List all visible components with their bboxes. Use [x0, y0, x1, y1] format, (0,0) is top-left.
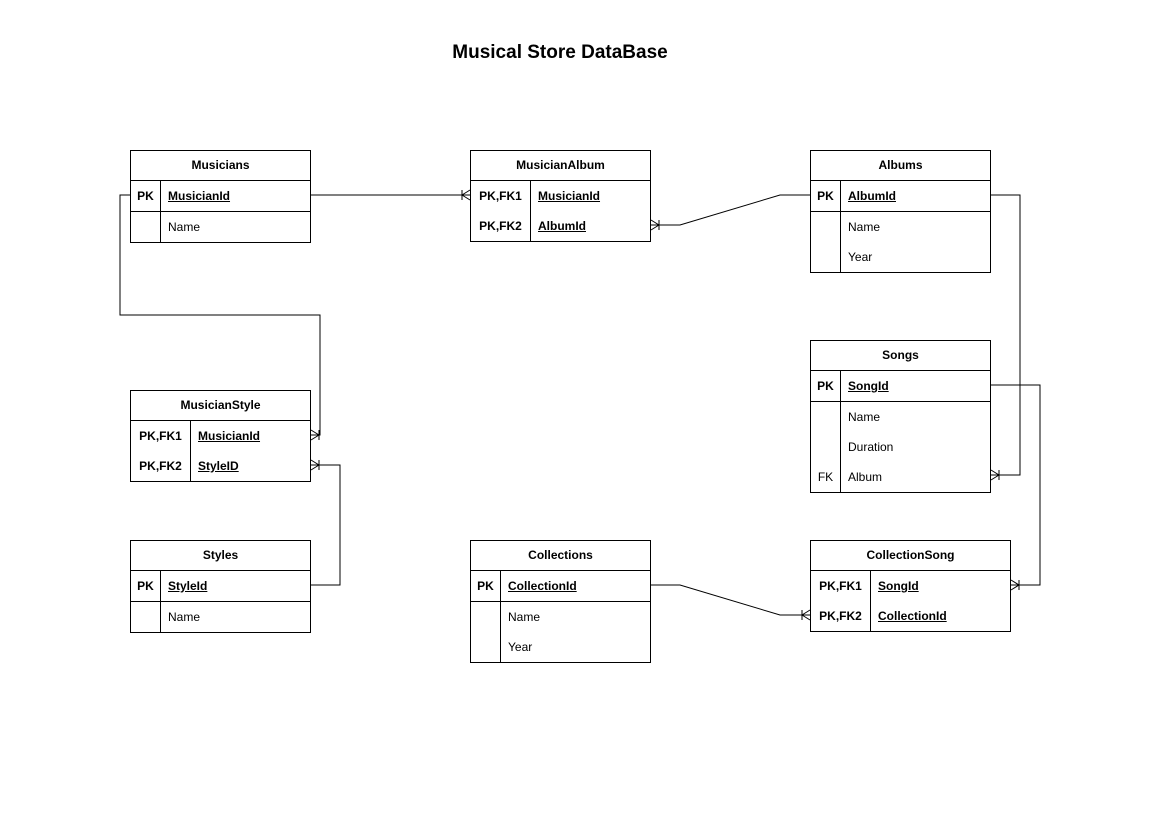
key-label: PK — [817, 189, 834, 203]
attr-section: FK Name Duration Album — [811, 402, 990, 492]
key-label — [131, 602, 160, 632]
field-duration: Duration — [848, 440, 894, 454]
entity-title: Albums — [811, 151, 990, 181]
field-name: Name — [848, 410, 881, 424]
key-label: PK,FK2 — [819, 609, 862, 623]
entity-title: MusicianAlbum — [471, 151, 650, 181]
entity-musicianalbum[interactable]: MusicianAlbum PK,FK1 PK,FK2 MusicianId A… — [470, 150, 651, 242]
entity-title: CollectionSong — [811, 541, 1010, 571]
entity-title: Musicians — [131, 151, 310, 181]
attr-section: Name Year — [471, 602, 650, 662]
key-label: PK — [137, 189, 154, 203]
entity-musicians[interactable]: Musicians PK MusicianId Name — [130, 150, 311, 243]
key-label: PK,FK1 — [479, 189, 522, 203]
pk-section: PK CollectionId — [471, 571, 650, 602]
field-year: Year — [508, 640, 533, 654]
field-name: Name — [168, 220, 201, 234]
entity-title: Styles — [131, 541, 310, 571]
field-name: Name — [508, 610, 541, 624]
key-label — [811, 242, 840, 272]
pk-section: PK,FK1 PK,FK2 SongId CollectionId — [811, 571, 1010, 631]
entity-songs[interactable]: Songs PK SongId FK Name Duration Album — [810, 340, 991, 493]
field-musicianid: MusicianId — [198, 429, 261, 443]
field-styleid: StyleId — [168, 579, 208, 593]
edge-styles-musicianstyle — [310, 459, 341, 586]
pk-section: PK StyleId — [131, 571, 310, 602]
attr-section: Name — [131, 602, 310, 632]
key-label — [131, 212, 160, 242]
entity-albums[interactable]: Albums PK AlbumId Name Year — [810, 150, 991, 273]
field-songid: SongId — [878, 579, 919, 593]
pk-section: PK,FK1 PK,FK2 MusicianId AlbumId — [471, 181, 650, 241]
field-albumid: AlbumId — [538, 219, 586, 233]
field-albumid: AlbumId — [848, 189, 896, 203]
entity-styles[interactable]: Styles PK StyleId Name — [130, 540, 311, 633]
key-label: PK,FK2 — [139, 459, 182, 473]
entity-title: Songs — [811, 341, 990, 371]
field-styleid: StyleID — [198, 459, 239, 473]
field-musicianid: MusicianId — [168, 189, 231, 203]
key-label — [811, 212, 840, 242]
pk-section: PK SongId — [811, 371, 990, 402]
entity-musicianstyle[interactable]: MusicianStyle PK,FK1 PK,FK2 MusicianId S… — [130, 390, 311, 482]
edge-songs-collectionsong — [991, 384, 1041, 591]
entity-title: Collections — [471, 541, 650, 571]
key-label — [471, 602, 500, 632]
entity-title: MusicianStyle — [131, 391, 310, 421]
field-collectionid: CollectionId — [878, 609, 947, 623]
edge-musicians-musicianstyle — [119, 194, 321, 441]
key-label: PK,FK2 — [479, 219, 522, 233]
pk-section: PK,FK1 PK,FK2 MusicianId StyleID — [131, 421, 310, 481]
key-label: PK,FK1 — [139, 429, 182, 443]
key-label — [811, 432, 840, 462]
entity-collections[interactable]: Collections PK CollectionId Name Year — [470, 540, 651, 663]
edge-albums-musicianalbum — [650, 194, 810, 231]
key-label — [471, 632, 500, 662]
attr-section: Name Year — [811, 212, 990, 272]
pk-section: PK AlbumId — [811, 181, 990, 212]
pk-section: PK MusicianId — [131, 181, 310, 212]
key-label — [811, 402, 840, 432]
key-label: PK — [477, 579, 494, 593]
edge-musicians-musicianalbum — [311, 189, 471, 201]
attr-section: Name — [131, 212, 310, 242]
field-musicianid: MusicianId — [538, 189, 601, 203]
field-album: Album — [848, 470, 883, 484]
field-collectionid: CollectionId — [508, 579, 577, 593]
entity-collectionsong[interactable]: CollectionSong PK,FK1 PK,FK2 SongId Coll… — [810, 540, 1011, 632]
field-name: Name — [848, 220, 881, 234]
field-songid: SongId — [848, 379, 889, 393]
diagram-title: Musical Store DataBase — [452, 42, 668, 63]
key-label: PK — [817, 379, 834, 393]
edge-albums-songs — [990, 194, 1021, 481]
edge-collections-collectionsong — [651, 584, 811, 621]
field-year: Year — [848, 250, 873, 264]
key-label: PK — [137, 579, 154, 593]
key-label: PK,FK1 — [819, 579, 862, 593]
field-name: Name — [168, 610, 201, 624]
key-label-fk: FK — [817, 470, 834, 484]
